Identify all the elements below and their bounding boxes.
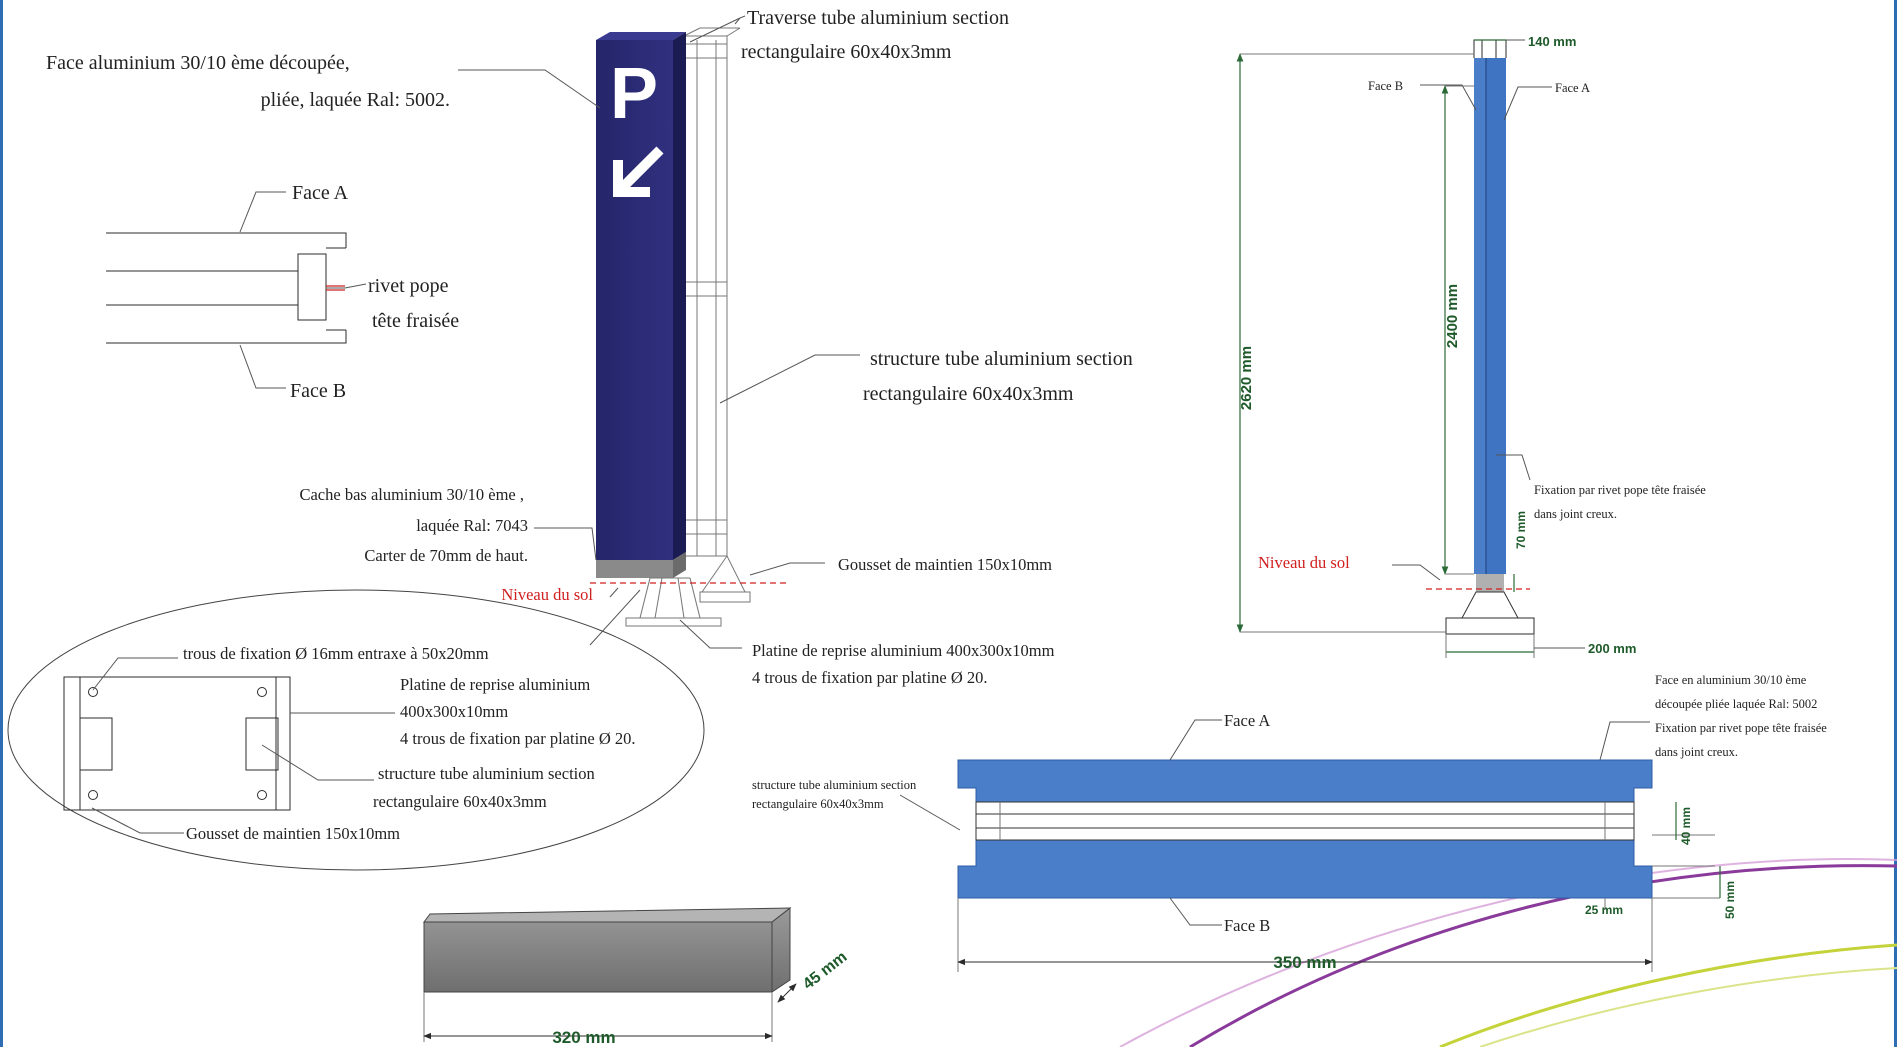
section-note-line-1: Face en aluminium 30/10 ème [1655, 673, 1807, 687]
rivet-label-line-2: tête fraisée [372, 310, 459, 332]
cache-label-line-3: Carter de 70mm de haut. [364, 546, 528, 565]
base-plate [625, 555, 751, 627]
plate-gusset-label: Gousset de maintien 150x10mm [186, 824, 400, 843]
decorative-swooshes [1119, 858, 1897, 1047]
plate-detail-line-2: 400x300x10mm [400, 702, 508, 721]
side-cover [1476, 574, 1504, 592]
cover-view: 320 mm 45 mm [423, 906, 850, 1047]
plate-detail-line-3: 4 trous de fixation par platine Ø 20. [400, 729, 636, 748]
face-label-line-2: pliée, laquée Ral: 5002. [261, 89, 450, 111]
joint-face-b-label: Face B [290, 380, 346, 402]
sign-panel-face [596, 40, 673, 560]
dim-70-label: 70 mm [1514, 511, 1528, 549]
plate-label-line-1: Platine de reprise aluminium 400x300x10m… [752, 641, 1055, 660]
traverse-label-line-2: rectangulaire 60x40x3mm [741, 41, 952, 63]
cache-label-line-1: Cache bas aluminium 30/10 ème , [299, 485, 524, 504]
face-label-line-1: Face aluminium 30/10 ème découpée, [46, 52, 350, 74]
section-face-a [957, 759, 1653, 803]
gusset-label: Gousset de maintien 150x10mm [838, 555, 1052, 574]
structure-label-line-2: rectangulaire 60x40x3mm [863, 383, 1074, 405]
ground-label: Niveau du sol [501, 585, 593, 604]
section-note-line-4: dans joint creux. [1655, 745, 1738, 759]
plate-struct-line-2: rectangulaire 60x40x3mm [373, 792, 547, 811]
section-face-b [957, 839, 1653, 899]
dim-350-label: 350 mm [1273, 953, 1336, 972]
aluminium-structure [683, 27, 741, 557]
side-ground-label: Niveau du sol [1258, 553, 1350, 572]
section-note-line-3: Fixation par rivet pope tête fraisée [1655, 721, 1827, 735]
dim-25-label: 25 mm [1585, 903, 1623, 917]
side-view: 140 mm 2620 mm 2400 mm 70 mm 200 mm Face… [1236, 34, 1706, 658]
dim-40-label: 40 mm [1679, 807, 1693, 845]
dim-50-label: 50 mm [1723, 881, 1737, 919]
plate-label-line-2: 4 trous de fixation par platine Ø 20. [752, 668, 988, 687]
holes-label: trous de fixation Ø 16mm entraxe à 50x20… [183, 644, 489, 663]
section-face-b-label: Face B [1224, 916, 1270, 935]
plate-detail-line-1: Platine de reprise aluminium [400, 675, 590, 694]
dim-45-label: 45 mm [800, 949, 850, 994]
structure-label-line-1: structure tube aluminium section [870, 348, 1133, 370]
plate-detail: trous de fixation Ø 16mm entraxe à 50x20… [7, 589, 705, 871]
dim-2400-label: 2400 mm [1444, 284, 1461, 348]
left-page-edge [0, 0, 3, 1047]
traverse-label-line-1: Traverse tube aluminium section [747, 7, 1009, 29]
side-fixation-line-2: dans joint creux. [1534, 507, 1617, 521]
cache-label-line-2: laquée Ral: 7043 [416, 516, 528, 535]
sign-panel-side [673, 32, 686, 560]
rivet-label-line-1: rivet pope [368, 275, 449, 297]
dim-200-label: 200 mm [1588, 641, 1636, 656]
joint-face-a-label: Face A [292, 182, 349, 204]
bottom-cover [596, 560, 673, 578]
plate-struct-line-1: structure tube aluminium section [378, 764, 595, 783]
side-face-a-label: Face A [1555, 81, 1590, 95]
section-view: 40 mm 25 mm 50 mm 350 mm Face A Face B F… [752, 673, 1827, 972]
section-struct-line-2: rectangulaire 60x40x3mm [752, 797, 884, 811]
section-face-a-label: Face A [1224, 711, 1270, 730]
joint-detail: Face A Face B rivet pope tête fraisée [106, 182, 459, 402]
dim-140-label: 140 mm [1528, 34, 1576, 49]
right-page-edge [1894, 0, 1897, 1047]
section-struct-line-1: structure tube aluminium section [752, 778, 917, 792]
side-panel-face-a [1486, 58, 1506, 574]
side-face-b-label: Face B [1368, 79, 1403, 93]
dim-320-label: 320 mm [552, 1028, 615, 1047]
section-note-line-2: découpée pliée laquée Ral: 5002 [1655, 697, 1817, 711]
sign-panel-top [596, 32, 686, 40]
dim-2620-label: 2620 mm [1238, 346, 1255, 410]
parking-p-icon: P [610, 54, 658, 134]
side-fixation-line-1: Fixation par rivet pope tête fraisée [1534, 483, 1706, 497]
arrow-down-left-icon [613, 146, 664, 197]
elevation-view: P Face aluminium [46, 7, 1133, 687]
